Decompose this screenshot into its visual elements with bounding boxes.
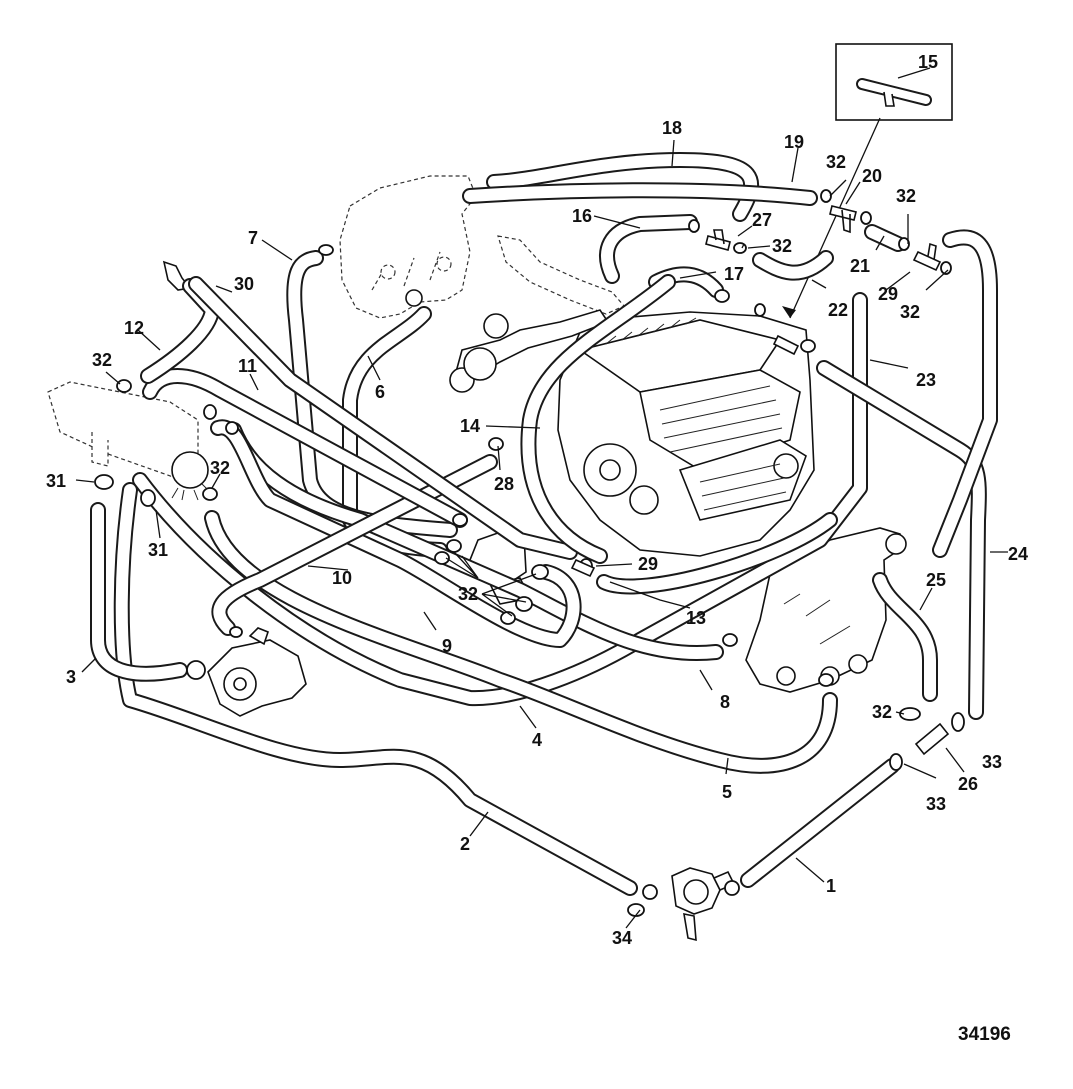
callout-4: 4 bbox=[532, 730, 542, 750]
hose-11 bbox=[142, 368, 468, 528]
callout-31-upper: 31 bbox=[46, 471, 66, 491]
callout-24: 24 bbox=[1008, 544, 1028, 564]
callout-32-top-c: 32 bbox=[772, 236, 792, 256]
hose-24 bbox=[932, 229, 998, 558]
hose-1 bbox=[740, 758, 900, 888]
water-pump bbox=[207, 627, 307, 717]
hose-9 bbox=[210, 419, 582, 648]
hose-10 bbox=[211, 454, 498, 636]
leader-lines bbox=[75, 139, 1008, 929]
hose-19 bbox=[462, 182, 818, 206]
hose-3 bbox=[90, 502, 188, 682]
hose-21 bbox=[864, 224, 906, 252]
callout-1: 1 bbox=[826, 876, 836, 896]
detail-inset-part-15 bbox=[782, 43, 953, 319]
callout-32-exchanger: 32 bbox=[210, 458, 230, 478]
callout-26: 26 bbox=[958, 774, 978, 794]
callout-31-lower: 31 bbox=[148, 540, 168, 560]
callout-27: 27 bbox=[752, 210, 772, 230]
callout-32-top-a: 32 bbox=[826, 152, 846, 172]
heat-exchanger bbox=[47, 260, 211, 501]
callout-10: 10 bbox=[332, 568, 352, 588]
hose-25 bbox=[872, 572, 938, 702]
callout-7: 7 bbox=[248, 228, 258, 248]
tee-fittings bbox=[570, 205, 950, 756]
hose-30 bbox=[188, 276, 578, 560]
callout-17: 17 bbox=[724, 264, 744, 284]
callout-19: 19 bbox=[784, 132, 804, 152]
engine-block bbox=[557, 311, 815, 557]
callout-5: 5 bbox=[722, 782, 732, 802]
drain-distribution-fitting bbox=[671, 867, 736, 942]
hose-22 bbox=[752, 250, 834, 281]
callout-32-lower-right: 32 bbox=[872, 702, 892, 722]
callout-22: 22 bbox=[828, 300, 848, 320]
callout-30: 30 bbox=[234, 274, 254, 294]
port-exhaust-manifold bbox=[339, 175, 477, 319]
callout-8: 8 bbox=[720, 692, 730, 712]
callout-21: 21 bbox=[850, 256, 870, 276]
fuel-cooler-assembly bbox=[449, 235, 625, 393]
callout-32-top-d: 32 bbox=[900, 302, 920, 322]
hose-7 bbox=[286, 250, 458, 538]
callout-14: 14 bbox=[460, 416, 480, 436]
callout-12: 12 bbox=[124, 318, 144, 338]
callout-6: 6 bbox=[375, 382, 385, 402]
hose-14-return bbox=[520, 274, 676, 564]
callout-32-left: 32 bbox=[92, 350, 112, 370]
hose-18 bbox=[486, 152, 760, 222]
callout-16: 16 bbox=[572, 206, 592, 226]
callout-20: 20 bbox=[862, 166, 882, 186]
callout-34: 34 bbox=[612, 928, 632, 948]
callout-11: 11 bbox=[238, 356, 257, 376]
callout-25: 25 bbox=[926, 570, 946, 590]
callout-18: 18 bbox=[662, 118, 682, 138]
callout-32-top-b: 32 bbox=[896, 186, 916, 206]
callout-29-center: 29 bbox=[638, 554, 658, 574]
callout-13: 13 bbox=[686, 608, 706, 628]
hose-5 bbox=[204, 510, 838, 774]
callouts: 1 2 3 4 5 6 7 8 9 10 11 12 13 14 15 16 1… bbox=[46, 52, 1028, 948]
hose-2 bbox=[113, 482, 638, 896]
callout-2: 2 bbox=[460, 834, 470, 854]
hose-4 bbox=[132, 292, 868, 707]
callout-28: 28 bbox=[494, 474, 514, 494]
callout-29-right: 29 bbox=[878, 284, 898, 304]
callout-23: 23 bbox=[916, 370, 936, 390]
callout-33-lower: 33 bbox=[926, 794, 946, 814]
callout-33-right: 33 bbox=[982, 752, 1002, 772]
callout-32-center: 32 bbox=[458, 584, 478, 604]
callout-9: 9 bbox=[442, 636, 452, 656]
hose-16 bbox=[599, 214, 698, 284]
callout-15: 15 bbox=[918, 52, 938, 72]
callout-3: 3 bbox=[66, 667, 76, 687]
figure-number: 34196 bbox=[958, 1024, 1011, 1045]
